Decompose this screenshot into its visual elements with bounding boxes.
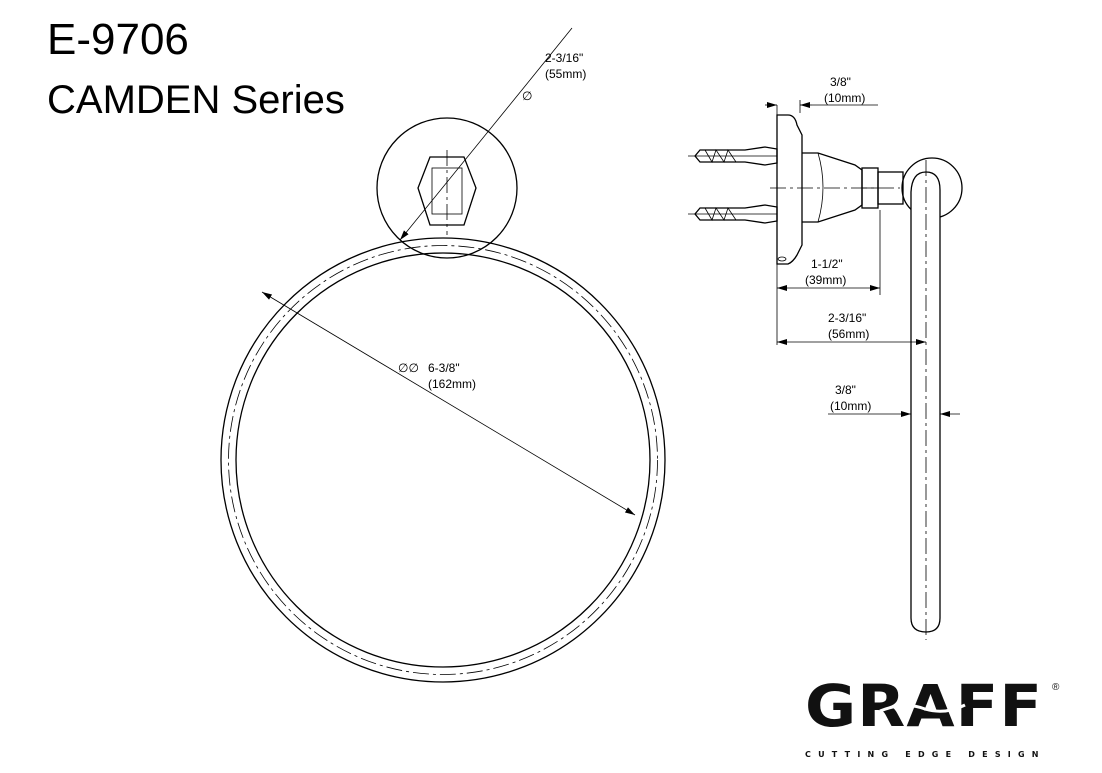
plate-thickness-imperial: 3/8" <box>830 75 851 89</box>
mount-diameter-line <box>399 79 531 241</box>
ring-diameter-line <box>261 291 636 516</box>
wall-plate <box>776 114 803 265</box>
ring-thickness-metric: (10mm) <box>830 399 871 413</box>
ring-inner <box>235 252 651 668</box>
mount-plate <box>376 117 518 259</box>
series-name: CAMDEN Series <box>47 78 345 122</box>
ring-side-bar <box>910 171 941 633</box>
ring-diameter-symbol: ∅∅ <box>398 361 419 375</box>
logo-brand: GRAFF <box>805 672 1043 740</box>
ring-thickness-imperial: 3/8" <box>835 383 856 397</box>
mount-diameter-symbol: ∅ <box>522 89 532 103</box>
ring-centerline <box>228 245 658 675</box>
projection-ring-metric: (56mm) <box>828 327 869 341</box>
wall-anchor <box>688 146 778 166</box>
side-view: 3/8" (10mm) 1-1/2" (39mm) 2-3/16" (56mm)… <box>688 75 963 640</box>
wall-anchor <box>688 204 778 224</box>
plate-thickness-metric: (10mm) <box>824 91 865 105</box>
ring-outer <box>220 237 666 683</box>
projection-ring-imperial: 2-3/16" <box>828 311 866 325</box>
mount-diameter-imperial: 2-3/16" <box>545 51 583 65</box>
logo-tagline: CUTTING EDGE DESIGN <box>805 750 1045 759</box>
mount-diameter-metric: (55mm) <box>545 67 586 81</box>
ring-diameter-metric: (162mm) <box>428 377 476 391</box>
projection-nut-metric: (39mm) <box>805 273 846 287</box>
model-number: E-9706 <box>47 15 189 64</box>
logo-registered-mark: ® <box>1052 682 1060 693</box>
front-view: ∅ 2-3/16" (55mm) ∅∅ 6-3/8" (162mm) <box>220 27 666 683</box>
ring-diameter-imperial: 6-3/8" <box>428 361 460 375</box>
graff-logo: GRAFF ® CUTTING EDGE DESIGN <box>805 672 1060 759</box>
projection-nut-imperial: 1-1/2" <box>811 257 843 271</box>
support-arm <box>802 152 863 223</box>
